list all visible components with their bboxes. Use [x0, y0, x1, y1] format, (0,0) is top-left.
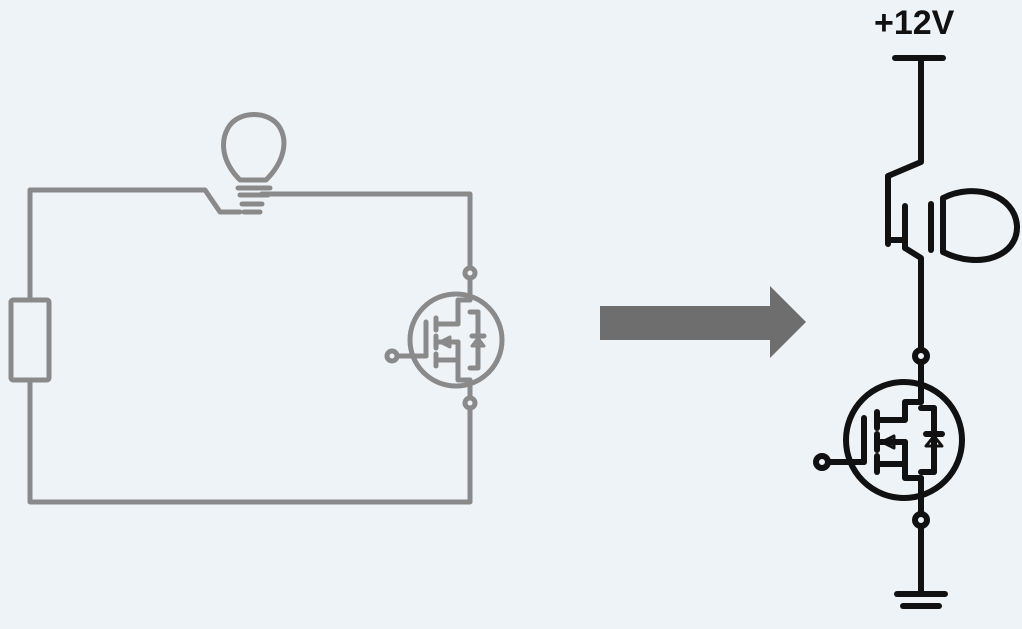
supply-wire — [885, 55, 924, 221]
bulb-icon — [885, 188, 1021, 263]
right-circuit — [813, 55, 1021, 609]
left-right-wire-lower — [27, 377, 473, 505]
left-top-wire-left — [27, 187, 243, 299]
left-circuit — [8, 112, 505, 505]
left-top-wire-right — [259, 191, 473, 273]
bulb-to-mosfet-wire — [902, 245, 924, 353]
arrow-right-icon — [600, 286, 806, 358]
supply-voltage-label: +12V — [874, 4, 955, 42]
mosfet-icon — [813, 347, 965, 529]
resistor-icon — [8, 293, 52, 383]
mosfet-icon — [384, 265, 505, 411]
ground-icon — [894, 591, 948, 609]
bulb-icon — [221, 112, 287, 215]
